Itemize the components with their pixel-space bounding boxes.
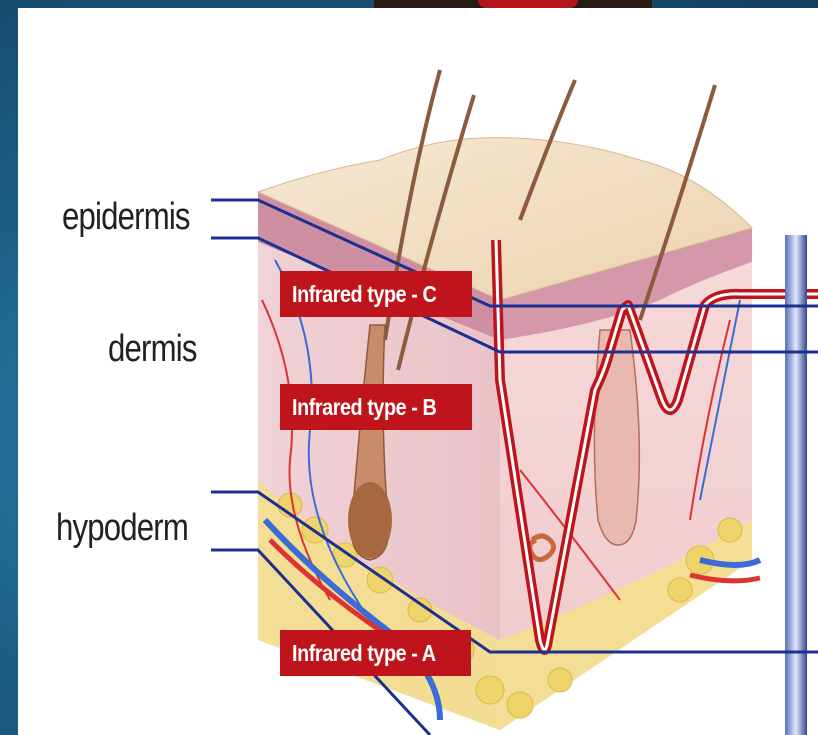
top-tab-accent <box>478 0 578 8</box>
infrared-type-b-label: Infrared type - B <box>280 384 472 430</box>
infrared-type-c-label: Infrared type - C <box>280 271 472 317</box>
label-epidermis: epidermis <box>62 196 190 239</box>
infrared-type-a-label: Infrared type - A <box>280 630 471 676</box>
skin-cross-section-diagram <box>18 8 818 735</box>
label-dermis: dermis <box>108 328 197 371</box>
diagram-panel: epidermis dermis hypoderm Infrared type … <box>18 8 818 735</box>
label-hypoderm: hypoderm <box>56 507 188 550</box>
depth-scale-bar <box>785 235 807 735</box>
